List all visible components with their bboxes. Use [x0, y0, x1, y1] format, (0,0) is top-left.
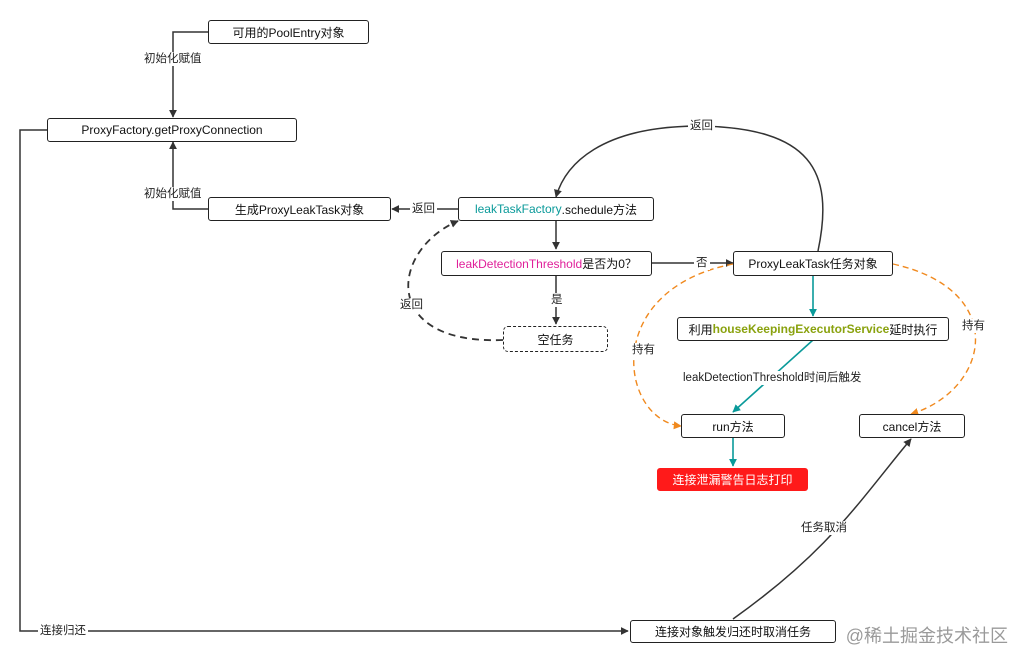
label-after-threshold: leakDetectionThreshold时间后触发 — [681, 371, 864, 385]
node-pool-entry: 可用的PoolEntry对象 — [208, 20, 369, 44]
label-return-dashed: 返回 — [398, 298, 425, 312]
edge-leaktask-to-schedule — [554, 125, 824, 252]
node-empty-task: 空任务 — [503, 326, 608, 352]
node-schedule: leakTaskFactory.schedule方法 — [458, 197, 654, 221]
edge-empty-to-schedule — [407, 220, 504, 341]
label-init-assign-bottom: 初始化赋值 — [142, 187, 204, 201]
node-leak-task-object: ProxyLeakTask任务对象 — [733, 251, 893, 276]
node-close-cancel: 连接对象触发归还时取消任务 — [630, 620, 836, 643]
node-cancel-method: cancel方法 — [859, 414, 965, 438]
label-no: 否 — [694, 256, 710, 270]
node-leak-warning-log: 连接泄漏警告日志打印 — [657, 468, 808, 491]
node-run-method: run方法 — [681, 414, 785, 438]
edge-hold-cancel — [892, 263, 977, 416]
label-hold-left: 持有 — [630, 343, 657, 357]
label-connection-return: 连接归还 — [38, 624, 88, 638]
label-return-top: 返回 — [688, 119, 715, 133]
label-yes: 是 — [549, 293, 565, 307]
edge-gentask-to-connection — [169, 141, 208, 210]
label-hold-right: 持有 — [960, 319, 987, 333]
edge-poolentry-to-connection — [169, 31, 208, 118]
label-return-left: 返回 — [410, 202, 437, 216]
label-cancel-task: 任务取消 — [799, 521, 849, 535]
watermark: @稀土掘金技术社区 — [845, 626, 1008, 646]
edge-connection-to-close — [19, 129, 629, 635]
node-get-proxy-connection: ProxyFactory.getProxyConnection — [47, 118, 297, 142]
label-init-assign-top: 初始化赋值 — [142, 52, 204, 66]
node-gen-leak-task: 生成ProxyLeakTask对象 — [208, 197, 391, 221]
